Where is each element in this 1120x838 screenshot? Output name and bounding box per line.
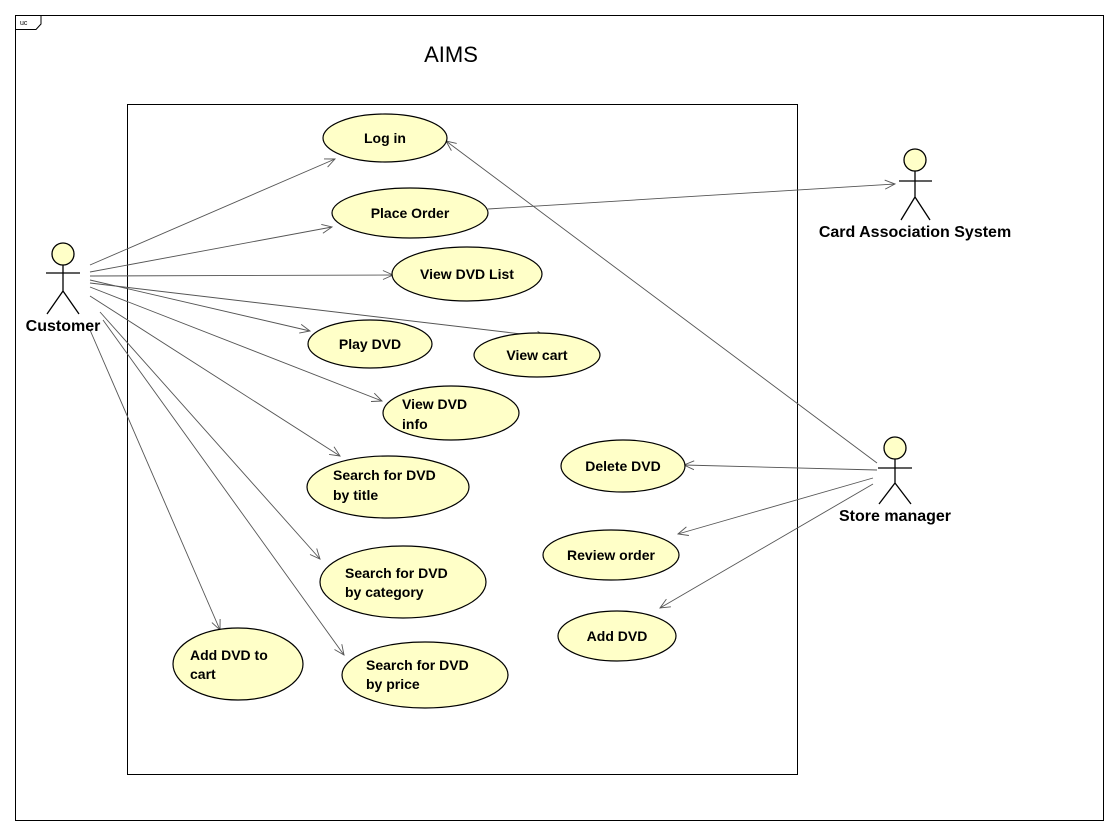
use-case-label-line1: Add DVD to	[190, 647, 268, 663]
assoc-customer-log-in	[89, 158, 337, 266]
use-case-view-cart[interactable]: View cart	[473, 332, 601, 378]
use-case-label-line2: cart	[190, 666, 216, 682]
associations	[89, 140, 897, 656]
assoc-manager-add-dvd	[659, 483, 874, 609]
assoc-customer-view-dvd-info	[89, 286, 384, 402]
actor-head-icon	[51, 242, 75, 266]
actor-label: Store manager	[839, 508, 951, 525]
use-case-label: Add DVD	[587, 628, 648, 644]
arrowhead-icon	[659, 598, 671, 609]
assoc-customer-place-order	[89, 223, 334, 273]
use-case-view-dvd-info[interactable]: View DVD info	[382, 385, 520, 441]
use-case-label: Delete DVD	[585, 458, 660, 474]
use-case-label: Review order	[567, 547, 655, 563]
assoc-customer-search-title	[89, 295, 341, 457]
actor-customer[interactable]: Customer	[26, 242, 101, 335]
use-case-label-line2: info	[402, 416, 428, 432]
arrowhead-icon	[884, 179, 897, 190]
assoc-place-order-card-system	[487, 179, 897, 210]
use-case-add-dvd[interactable]: Add DVD	[557, 610, 677, 662]
actor-label: Card Association System	[819, 224, 1011, 241]
system-boundary	[127, 104, 798, 775]
assoc-customer-search-price	[102, 319, 345, 656]
actor-store-manager[interactable]: Store manager	[839, 436, 951, 525]
use-case-label: View cart	[506, 347, 568, 363]
use-case-label: Play DVD	[339, 336, 401, 352]
assoc-customer-play-dvd	[89, 279, 312, 334]
use-case-label-line1: View DVD	[402, 396, 467, 412]
assoc-manager-delete-dvd	[682, 460, 878, 471]
stick-figure-icon	[878, 459, 912, 505]
arrowhead-icon	[370, 392, 384, 402]
actor-card-association-system[interactable]: Card Association System	[819, 148, 1011, 241]
use-case-label-line1: Search for DVD	[345, 565, 448, 581]
use-case-label: Log in	[364, 130, 406, 146]
stick-figure-icon	[46, 265, 80, 315]
actor-head-icon	[883, 436, 907, 460]
arrowhead-icon	[309, 548, 321, 560]
use-case-label: View DVD List	[420, 266, 514, 282]
stick-figure-icon	[899, 171, 932, 221]
arrowhead-icon	[334, 644, 345, 656]
arrowhead-icon	[299, 324, 312, 334]
use-case-review-order[interactable]: Review order	[542, 529, 680, 581]
arrowhead-icon	[321, 223, 334, 234]
use-case-search-by-category[interactable]: Search for DVD by category	[319, 545, 487, 619]
use-case-search-by-price[interactable]: Search for DVD by price	[341, 641, 509, 709]
frame-tag: uc	[20, 20, 28, 27]
actor-label: Customer	[26, 318, 101, 335]
arrowhead-icon	[323, 158, 337, 168]
assoc-customer-search-category	[99, 311, 321, 560]
use-case-label-line2: by category	[345, 584, 424, 600]
assoc-customer-view-dvd-list	[89, 270, 395, 280]
use-case-play-dvd[interactable]: Play DVD	[307, 319, 433, 369]
actor-head-icon	[903, 148, 927, 172]
use-case-label-line1: Search for DVD	[366, 657, 469, 673]
frame-tag-box	[15, 15, 42, 30]
outer-frame	[15, 15, 1104, 821]
use-case-label-line1: Search for DVD	[333, 467, 436, 483]
arrowhead-icon	[329, 446, 341, 457]
use-case-log-in[interactable]: Log in	[322, 113, 448, 163]
use-case-search-by-title[interactable]: Search for DVD by title	[306, 455, 470, 519]
use-case-label: Place Order	[371, 205, 450, 221]
assoc-manager-review-order	[676, 477, 874, 536]
use-case-delete-dvd[interactable]: Delete DVD	[560, 439, 686, 493]
assoc-customer-add-to-cart	[89, 329, 221, 632]
use-case-label-line2: by price	[366, 676, 420, 692]
arrowhead-icon	[676, 526, 689, 536]
system-title: AIMS	[424, 42, 478, 67]
use-case-add-dvd-to-cart[interactable]: Add DVD to cart	[172, 627, 304, 701]
use-case-place-order[interactable]: Place Order	[331, 187, 489, 239]
use-case-label-line2: by title	[333, 487, 378, 503]
use-case-view-dvd-list[interactable]: View DVD List	[391, 246, 543, 302]
